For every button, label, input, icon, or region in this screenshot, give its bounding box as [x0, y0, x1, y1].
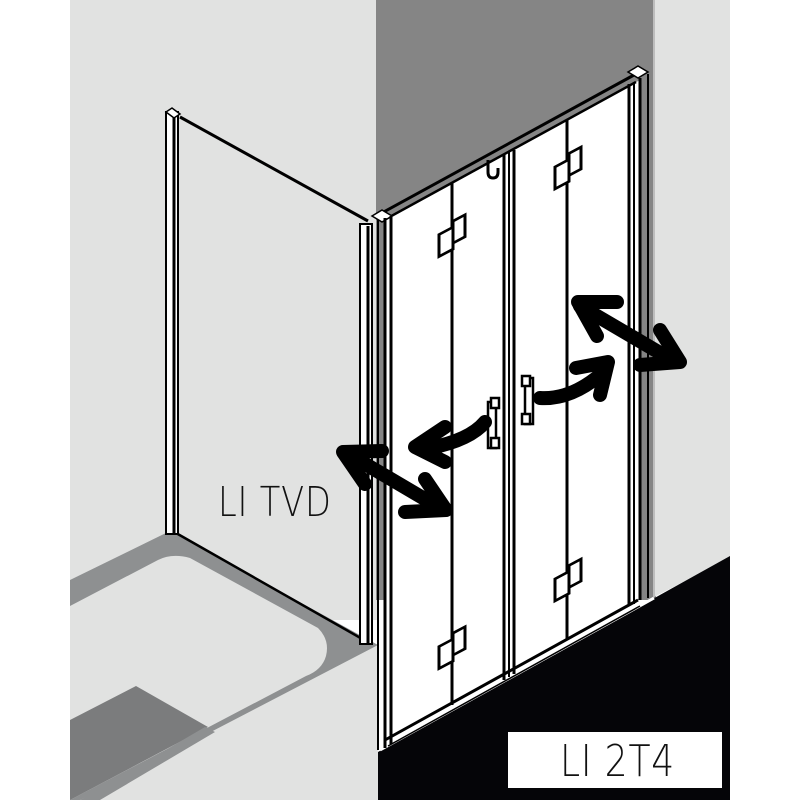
hinge-bottom-right [553, 556, 583, 604]
swing-arrow-left [408, 415, 492, 469]
shower-tray [70, 531, 378, 800]
hinge-bottom-left [437, 624, 467, 671]
left-wall [70, 0, 378, 620]
swing-arrow-right [533, 355, 615, 406]
hinge-top-left [437, 212, 467, 259]
bottom-rail [384, 598, 641, 747]
model-code-box: LI 2T4 [508, 732, 722, 788]
model-code-label: LI 2T4 [560, 736, 676, 787]
right-wall [654, 0, 730, 597]
double-arrow-left [336, 444, 453, 519]
handle-right [520, 374, 535, 426]
hinge-top-right [553, 144, 583, 192]
double-arrow-right [571, 295, 687, 372]
side-panel [164, 107, 373, 645]
side-panel-label: LI TVD [218, 478, 332, 526]
door-frame-lines [377, 74, 649, 750]
door-stop-knob [486, 160, 500, 180]
